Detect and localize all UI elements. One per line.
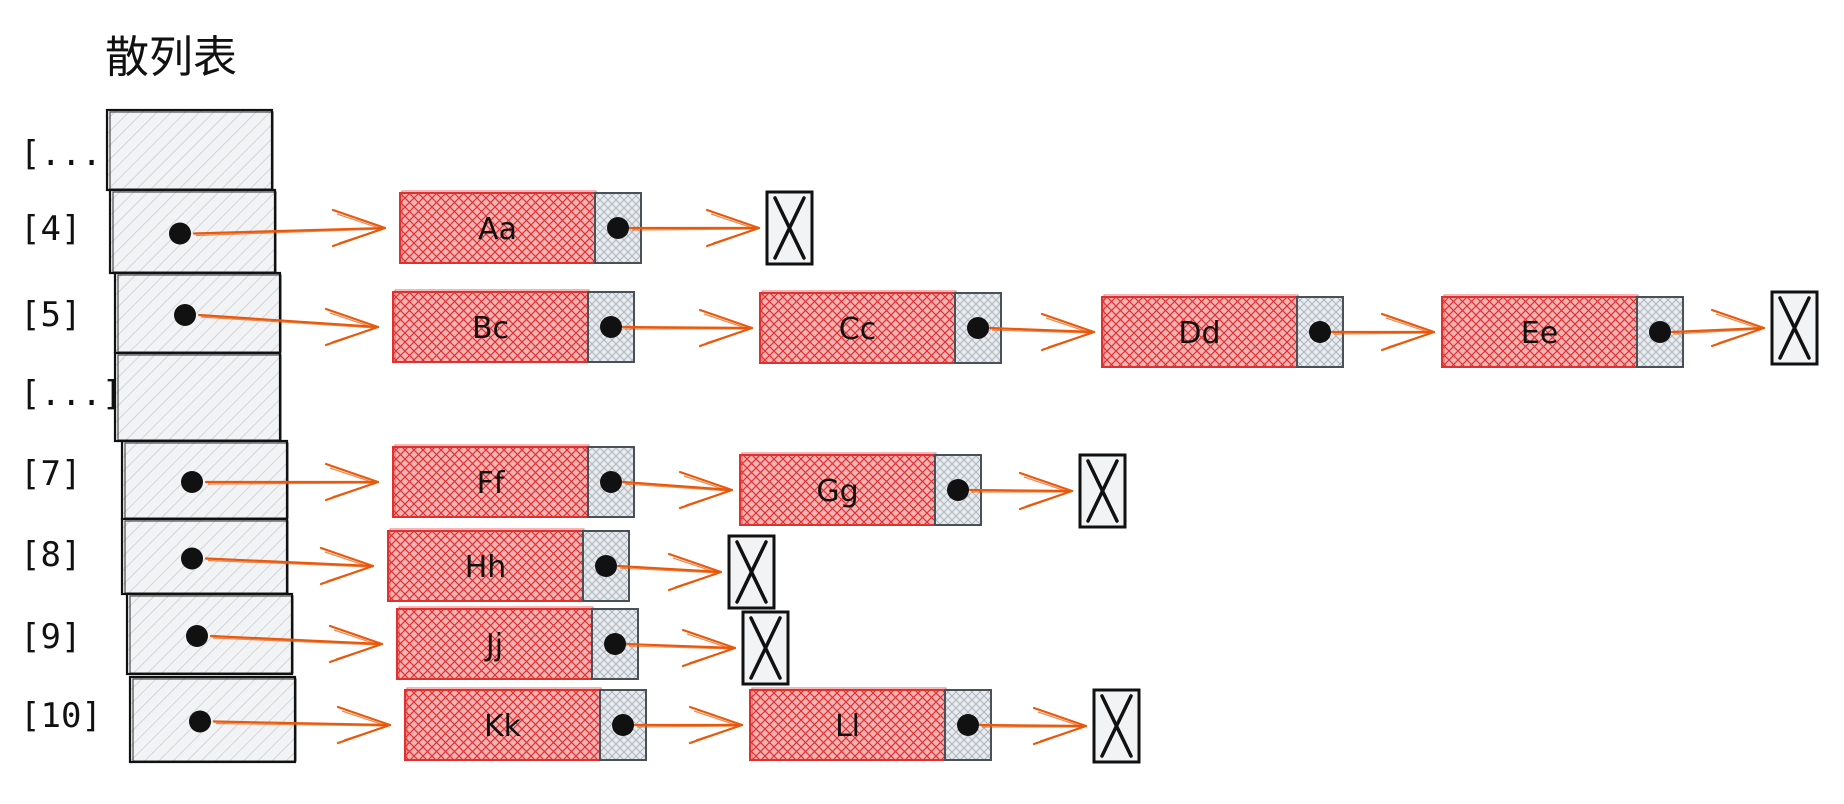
pointer-arrow <box>204 546 375 586</box>
pointer-dot <box>174 304 196 326</box>
bucket-cell <box>105 108 274 192</box>
list-node: Ff <box>392 444 635 518</box>
pointer-dot <box>189 710 211 733</box>
list-node: Jj <box>396 606 639 680</box>
pointer-arrow <box>204 462 380 502</box>
list-node: Bc <box>392 289 635 363</box>
pointer-arrow <box>625 628 737 668</box>
node-key-label: Ff <box>477 466 506 501</box>
node-key-label: Aa <box>478 212 517 247</box>
bucket-cell <box>113 351 282 443</box>
pointer-dot <box>181 547 203 570</box>
pointer-arrow <box>1670 308 1766 348</box>
pointer-arrow <box>633 705 744 745</box>
null-terminator-icon <box>727 534 776 610</box>
pointer-dot <box>947 479 969 501</box>
null-terminator-icon <box>1092 688 1141 764</box>
bucket-cell <box>128 675 297 764</box>
bucket-index-label: [9] <box>20 617 81 657</box>
bucket-cell <box>120 517 289 596</box>
list-node: Gg <box>739 452 982 526</box>
pointer-arrow <box>197 307 380 347</box>
pointer-dot <box>169 222 191 245</box>
bucket-cell <box>113 271 282 355</box>
list-node: Ll <box>749 687 992 761</box>
bucket-index-label: [8] <box>20 535 81 575</box>
list-node: Dd <box>1101 294 1344 368</box>
pointer-arrow <box>616 552 723 592</box>
node-key-label: Jj <box>484 628 503 663</box>
list-node: Hh <box>387 528 630 602</box>
node-key-label: Bc <box>472 311 509 346</box>
bucket-index-label: [10] <box>20 696 102 736</box>
bucket-index-label: [5] <box>20 295 81 335</box>
pointer-arrow <box>628 208 761 248</box>
pointer-arrow <box>192 208 387 248</box>
node-key-label: Ee <box>1521 316 1558 351</box>
node-key-label: Kk <box>484 709 522 744</box>
pointer-dot <box>595 555 617 577</box>
bucket-index-label: [7] <box>20 454 81 494</box>
pointer-dot <box>600 316 622 338</box>
null-terminator-icon <box>741 610 790 686</box>
null-terminator-icon <box>1078 453 1127 529</box>
bucket-cell <box>120 439 289 521</box>
pointer-arrow <box>978 706 1088 746</box>
node-key-label: Gg <box>816 474 858 509</box>
node-key-label: Dd <box>1178 316 1220 351</box>
null-terminator-icon <box>1770 290 1819 366</box>
bucket-cell <box>125 592 294 676</box>
pointer-arrow <box>209 624 384 664</box>
bucket-index-label: [4] <box>20 209 81 249</box>
pointer-arrow <box>1330 312 1436 352</box>
null-terminator-icon <box>765 190 814 266</box>
pointer-dot <box>600 471 622 493</box>
pointer-dot <box>604 633 626 655</box>
pointer-dot <box>181 471 203 493</box>
pointer-dot <box>612 714 634 736</box>
pointer-dot <box>967 317 989 339</box>
node-key-label: Ll <box>835 709 860 744</box>
pointer-dot <box>1649 321 1671 343</box>
node-key-label: Hh <box>465 550 507 585</box>
pointer-arrow <box>621 470 734 510</box>
pointer-arrow <box>968 471 1074 511</box>
node-key-label: Cc <box>839 312 876 347</box>
pointer-arrow <box>212 705 392 745</box>
pointer-dot <box>957 714 979 736</box>
pointer-arrow <box>621 308 754 348</box>
list-node: Aa <box>399 190 642 264</box>
list-node: Ee <box>1441 294 1684 368</box>
pointer-dot <box>1309 321 1331 343</box>
bucket-index-label: [...] <box>20 134 122 174</box>
bucket-index-label: [...] <box>20 374 122 414</box>
bucket-cell <box>108 188 277 275</box>
list-node: Cc <box>759 290 1002 364</box>
pointer-dot <box>186 625 208 647</box>
bucket-array: [...] [4] [5] [...] [7] [8] [9] [10] <box>20 108 297 764</box>
pointer-arrow <box>988 312 1096 352</box>
list-node: Kk <box>404 687 647 761</box>
diagram-title: 散列表 <box>105 32 237 83</box>
pointer-dot <box>607 217 629 239</box>
